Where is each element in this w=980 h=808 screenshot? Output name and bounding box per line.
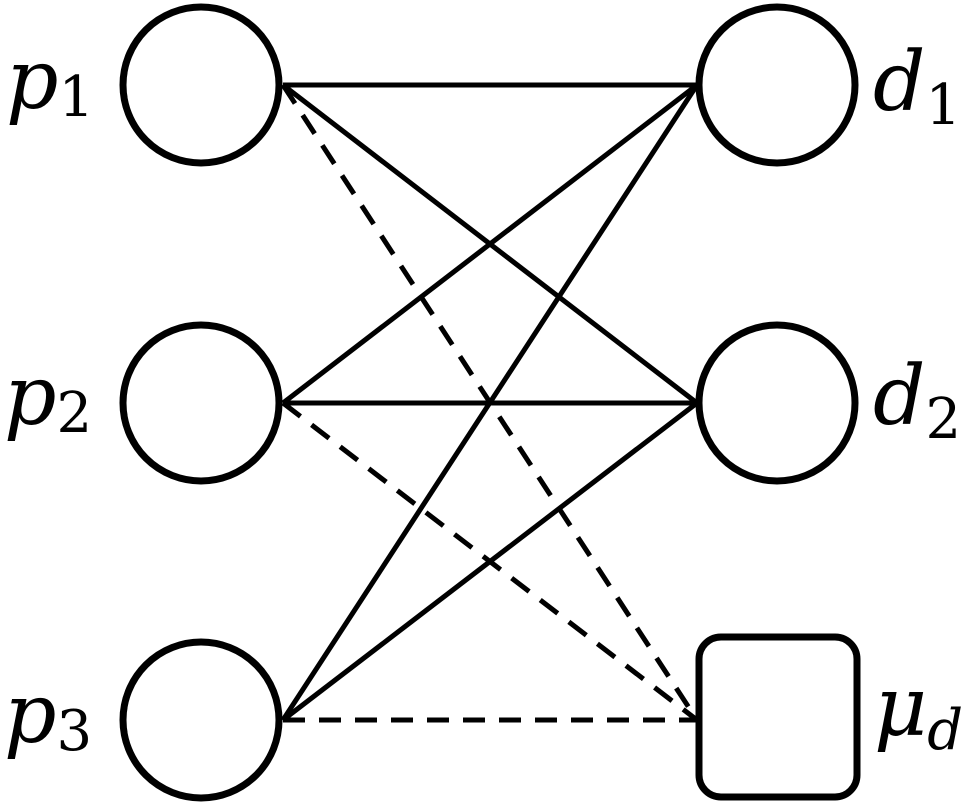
node-mu-d-square <box>695 633 861 801</box>
node-p2-label: p2 <box>4 349 92 446</box>
node-p1-label: p1 <box>6 33 94 130</box>
node-d1-circle <box>695 3 859 167</box>
node-p1: p1 <box>6 3 283 167</box>
node-p3-circle <box>119 638 283 802</box>
edge-p3-d1 <box>280 83 700 722</box>
node-p2: p2 <box>4 321 283 485</box>
node-p1-circle <box>119 3 283 167</box>
edges <box>280 82 700 723</box>
node-p2-circle <box>119 321 283 485</box>
node-p3-label: p3 <box>4 667 92 764</box>
node-p3: p3 <box>4 638 283 802</box>
node-d1-label: d1 <box>873 35 961 138</box>
edge-p2-d1 <box>281 83 699 405</box>
node-d2-circle <box>695 321 859 485</box>
node-d2: d2 <box>695 321 961 485</box>
node-d2-label: d2 <box>873 349 961 452</box>
node-mu-d: μd <box>695 633 963 801</box>
edge-p3-d2 <box>281 401 699 722</box>
node-d1: d1 <box>695 3 961 167</box>
node-mu-d-label: μd <box>874 660 963 763</box>
